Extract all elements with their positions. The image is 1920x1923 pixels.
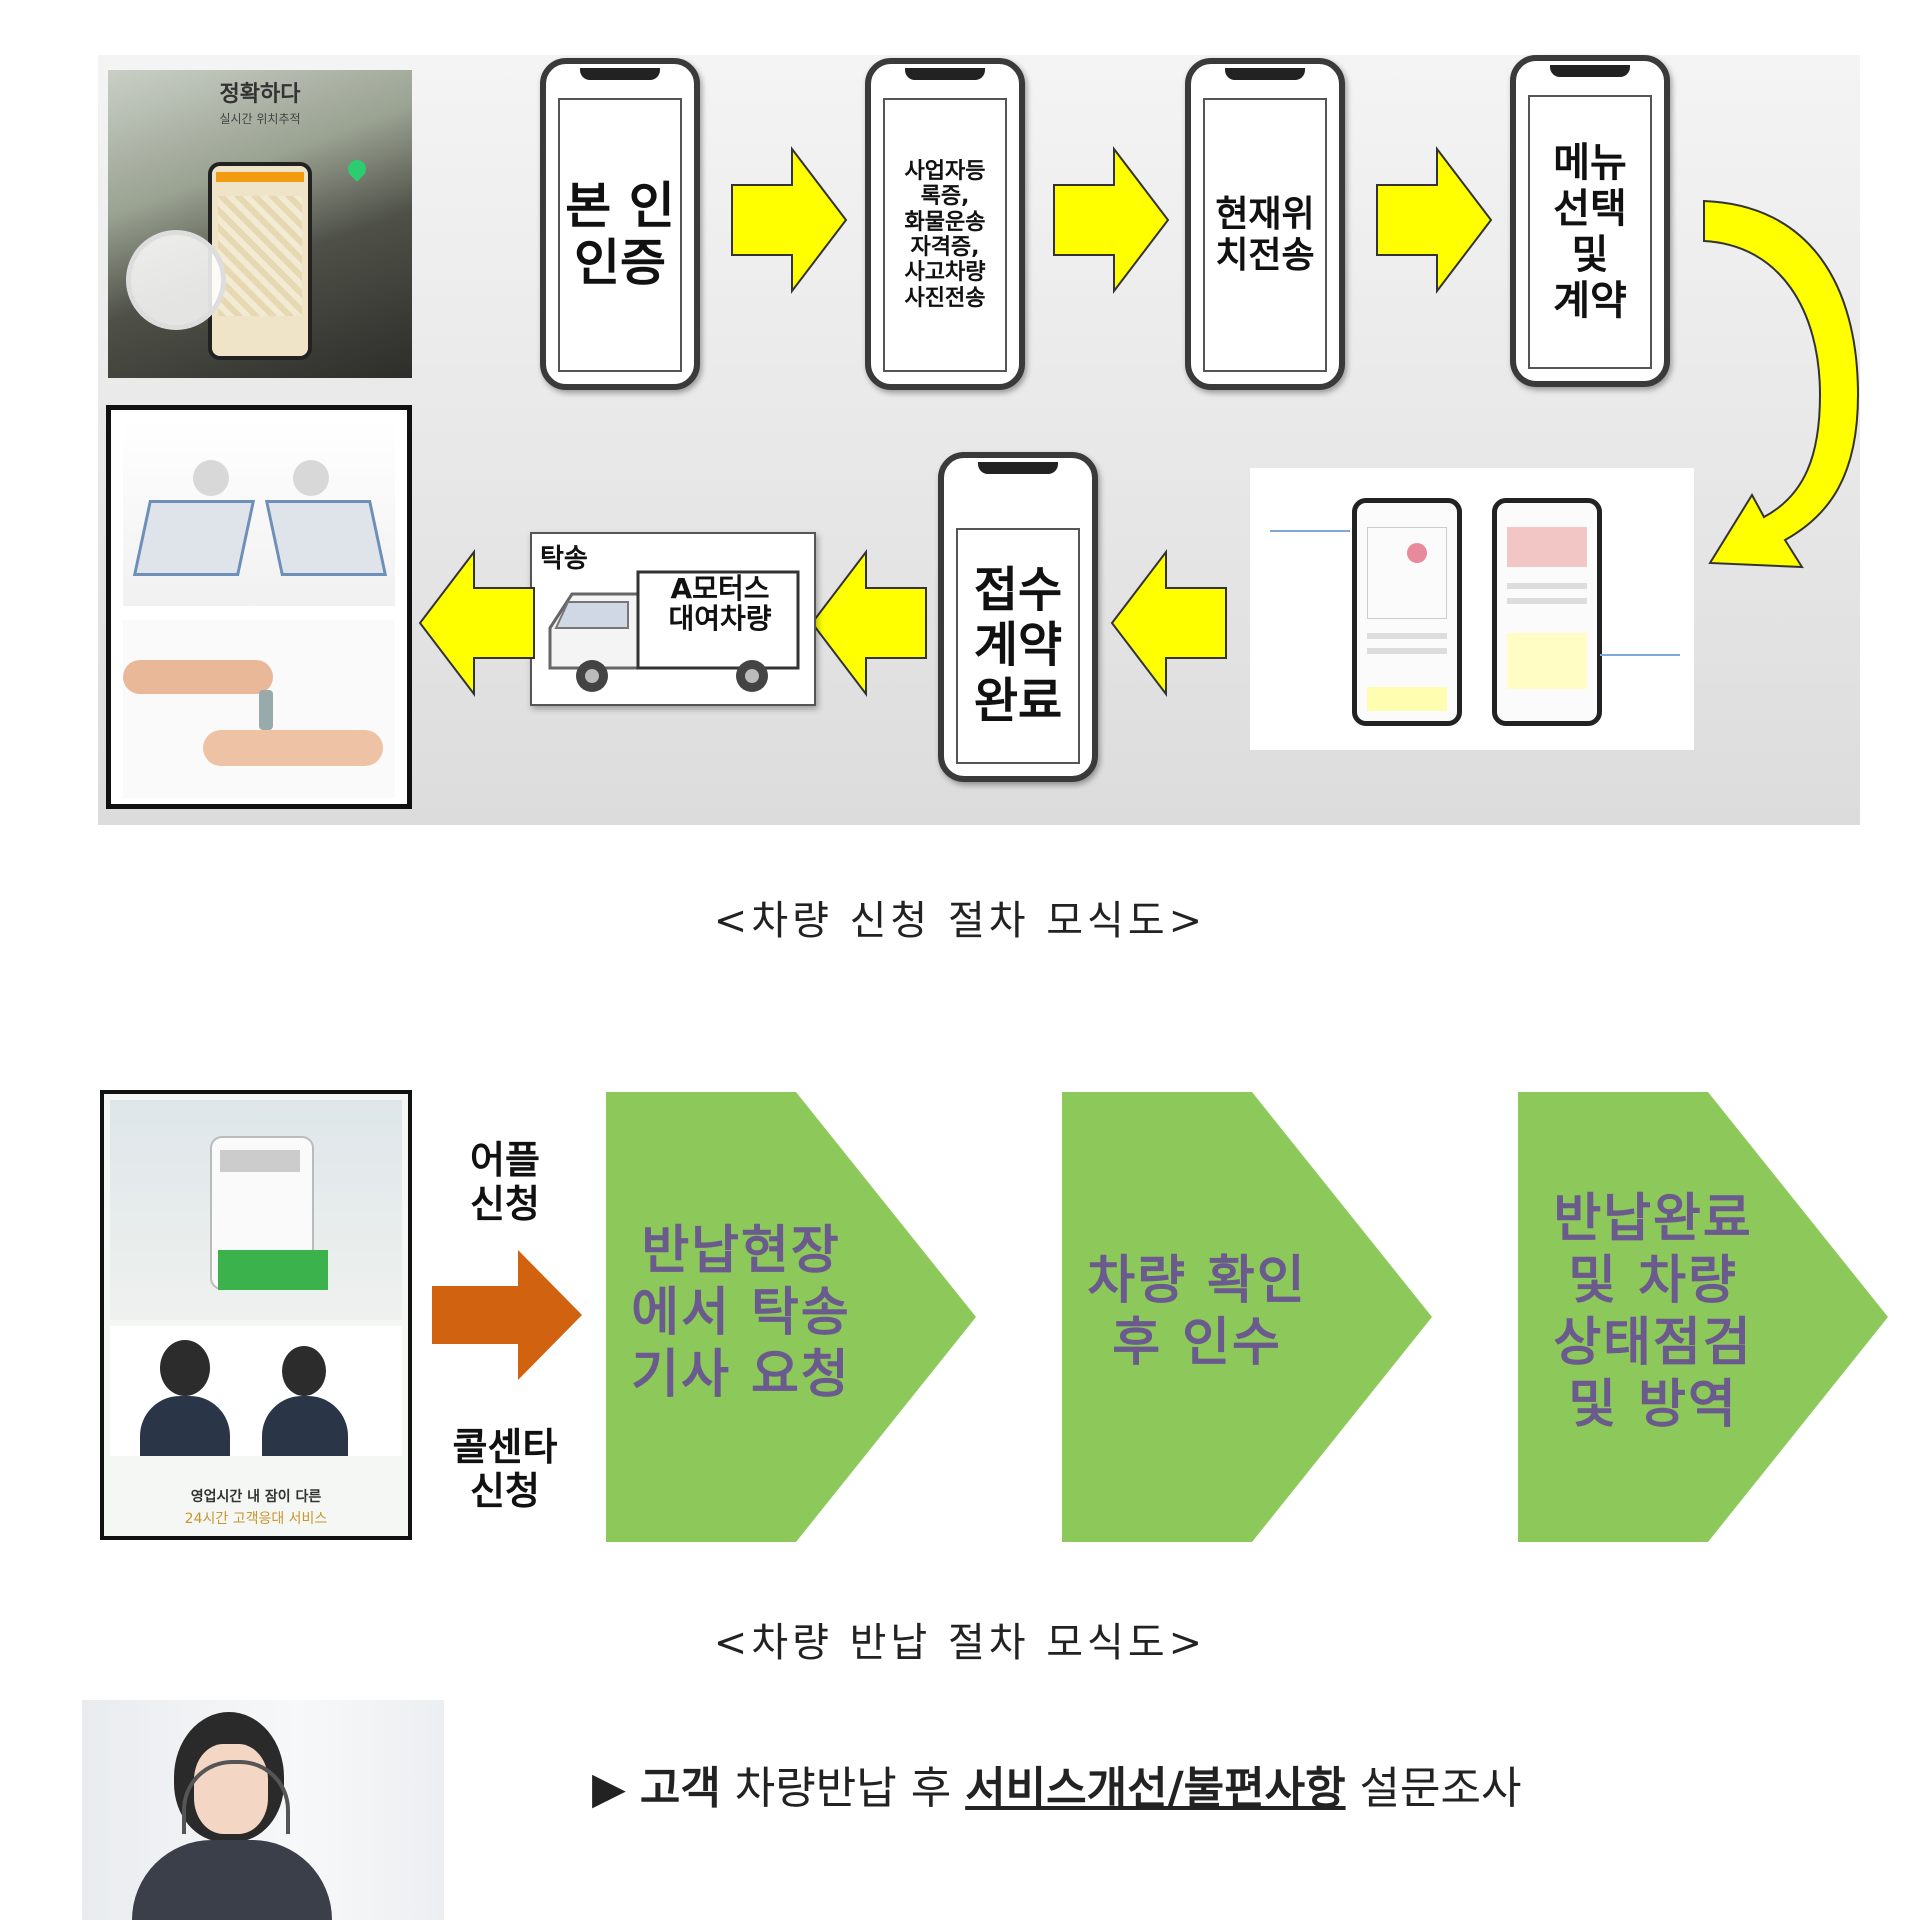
operators-image xyxy=(110,1326,402,1456)
calculator-image xyxy=(110,1100,402,1320)
bullet-arrow-icon: ▶ xyxy=(592,1763,626,1814)
step-phone-2: 사업자등 록증, 화물운송 자격증, 사고차량 사진전송 xyxy=(865,58,1025,390)
survey-customer: 고객 xyxy=(639,1763,721,1814)
return-step-label-3: 반납완료 및 차량 상태점검 및 방역 xyxy=(1553,1189,1753,1435)
yellow-arrow-2 xyxy=(1053,146,1170,294)
call-center-poster: 영업시간 내 잠이 다른 24시간 고객응대 서비스 xyxy=(100,1090,412,1540)
orange-arrow xyxy=(432,1250,582,1380)
survey-improvement: 서비스개선/불편사항 xyxy=(965,1763,1346,1814)
truck-tag: 탁송 xyxy=(540,544,588,574)
contract-screenshots xyxy=(1250,468,1694,750)
yellow-arrow-1 xyxy=(731,146,848,294)
step-label-5: 접수 계약 완료 xyxy=(973,562,1063,729)
step-label-4: 메뉴 선택 및 계약 xyxy=(1553,140,1627,324)
return-step-label-1: 반납현장 에서 탁송 기사 요청 xyxy=(631,1221,851,1405)
app-apply-label: 어플 신청 xyxy=(470,1138,540,1226)
poster-line-1: 영업시간 내 잠이 다른 xyxy=(190,1489,322,1505)
location-pin-icon xyxy=(344,156,370,182)
green-step-box-2 xyxy=(1062,1092,1432,1542)
green-step-box-3 xyxy=(1518,1092,1888,1542)
step-phone-3: 현재위 치전송 xyxy=(1185,58,1345,390)
truck-label: A모터스 대여차량 xyxy=(668,572,772,635)
yellow-arrow-6 xyxy=(418,549,535,697)
yellow-arrow-3 xyxy=(1376,146,1493,294)
application-caption: <차량 신청 절차 모식도> xyxy=(713,898,1207,944)
yellow-arrow-4 xyxy=(1110,549,1227,697)
return-caption: <차량 반납 절차 모식도> xyxy=(713,1620,1207,1666)
survey-questionnaire: 설문조사 xyxy=(1345,1763,1522,1814)
ad-headline: 정확하다 xyxy=(219,82,301,107)
key-handover-image xyxy=(123,620,395,798)
ad-subline: 실시간 위치추적 xyxy=(219,112,301,126)
survey-sentence: ▶ 고객 차량반납 후 서비스개선/불편사항 설문조사 xyxy=(592,1752,1521,1816)
headset-icon xyxy=(182,1760,290,1834)
contract-phone-right xyxy=(1492,498,1602,726)
step-label-2: 사업자등 록증, 화물운송 자격증, 사고차량 사진전송 xyxy=(904,159,986,311)
curved-yellow-arrow xyxy=(1703,199,1860,569)
contract-photo-frame xyxy=(106,405,412,809)
step-label-1: 본 인 인증 xyxy=(565,176,675,292)
step-phone-5: 접수 계약 완료 xyxy=(938,452,1098,782)
contract-phone-left xyxy=(1352,498,1462,726)
handshake-laptops-image xyxy=(123,420,395,606)
call-center-apply-label: 콜센타 신청 xyxy=(452,1425,558,1513)
app-ad-photo: 정확하다 실시간 위치추적 xyxy=(108,70,412,378)
truck-icon xyxy=(548,570,800,692)
step-label-3: 현재위 치전송 xyxy=(1215,193,1315,276)
survey-after-return: 차량반납 후 xyxy=(720,1763,966,1814)
step-phone-4: 메뉴 선택 및 계약 xyxy=(1510,55,1670,387)
poster-line-2: 24시간 고객응대 서비스 xyxy=(184,1511,328,1527)
delivery-truck-card: 탁송 A모터스 대여차량 xyxy=(530,532,816,706)
magnifier-icon xyxy=(126,230,226,330)
ad-phone-image xyxy=(208,162,312,360)
survey-operator-photo xyxy=(82,1700,444,1920)
green-step-box-1 xyxy=(606,1092,976,1542)
return-step-label-2: 차량 확인 후 인수 xyxy=(1087,1251,1307,1373)
step-phone-1: 본 인 인증 xyxy=(540,58,700,390)
signature-pad xyxy=(1507,633,1587,689)
key-icon xyxy=(259,690,273,730)
yellow-arrow-5 xyxy=(810,549,927,697)
